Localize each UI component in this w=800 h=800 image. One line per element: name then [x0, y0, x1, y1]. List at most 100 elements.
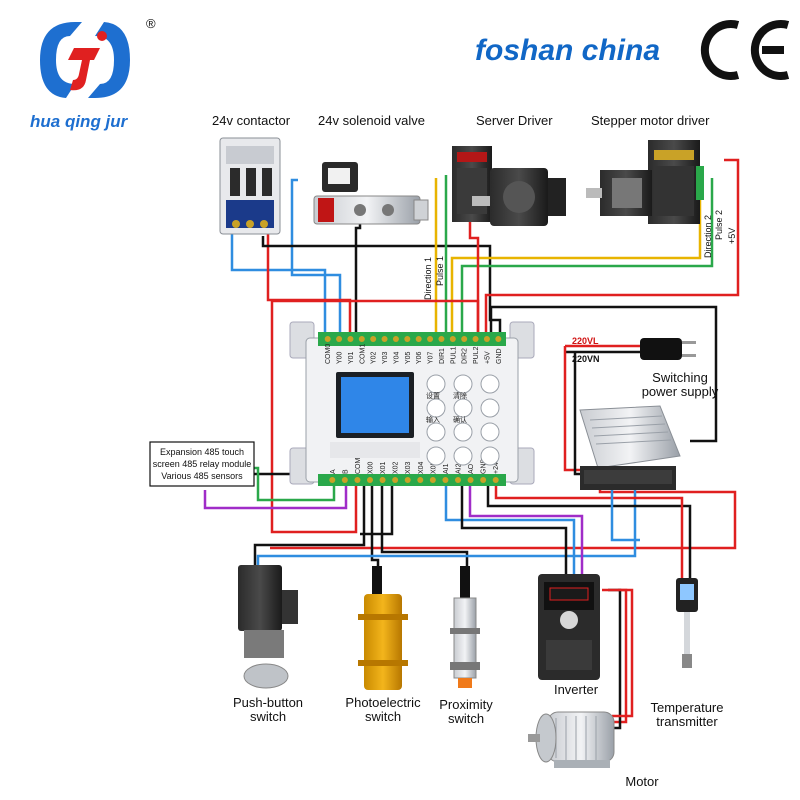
power-supply-label-2: power supply	[642, 384, 719, 399]
plc-top-terminal-label: Y06	[416, 351, 423, 364]
plc-bottom-screw	[442, 477, 449, 483]
plc-top-terminal-label: DIR2	[462, 348, 469, 364]
plc-bottom-screw	[404, 477, 411, 483]
plc-bottom-terminal-label: +24V	[493, 457, 500, 474]
plc-bottom-terminal-label: AI2	[456, 463, 463, 474]
plc-bottom-screw	[417, 477, 424, 483]
plc-top-screw	[483, 336, 490, 342]
plc-bottom-terminal-label: AI1	[443, 463, 450, 474]
brand-name: hua qing jur	[30, 112, 129, 131]
stepper-label: Stepper motor driver	[591, 113, 710, 128]
plc-top-screw	[358, 336, 365, 342]
switching-power-supply-device	[579, 405, 681, 490]
inverter-label: Inverter	[554, 682, 599, 697]
contactor-device	[219, 137, 281, 235]
plc-top-terminal-label: Y02	[371, 351, 378, 364]
plc-top-screw	[370, 336, 377, 342]
plc-top-terminal-label: Y04	[393, 351, 400, 364]
stepper-driver-device	[586, 140, 704, 224]
power-plug-icon	[640, 338, 696, 360]
direction2-label: Direction 2	[703, 215, 713, 258]
push-button-switch-device	[238, 565, 298, 689]
registered-mark: ®	[146, 16, 156, 31]
plc-key-button	[480, 398, 500, 418]
plc-top-screw	[495, 336, 502, 342]
solenoid-label: 24v solenoid valve	[318, 113, 425, 128]
plc-key-button	[426, 374, 446, 394]
plc-bottom-terminal-label: B	[342, 469, 349, 474]
direction1-label: Direction 1	[423, 257, 433, 300]
plc-top-screw	[347, 336, 354, 342]
n220-label: 220VN	[572, 354, 600, 364]
plc-key-button	[426, 422, 446, 442]
plc-bottom-screw	[492, 477, 499, 483]
pulse1-label: Pulse 1	[435, 256, 445, 286]
plc-top-terminal-label: Y00	[337, 351, 344, 364]
plc-top-terminal-label: Y07	[428, 351, 435, 364]
plc-key-label: 设置	[426, 391, 440, 400]
plc-bottom-screw	[455, 477, 461, 483]
temperature-transmitter-device	[676, 578, 698, 668]
location-title: foshan china	[475, 34, 660, 67]
motor-device	[528, 711, 615, 768]
proximity-label-1: Proximity	[439, 697, 493, 712]
expansion-line-1: Expansion 485 touch	[160, 447, 244, 457]
plc-top-screw	[449, 336, 456, 342]
push-button-label-1: Push-button	[233, 695, 303, 710]
plc-key-label: 清除	[453, 391, 467, 400]
plc-key-button	[453, 422, 473, 442]
push-button-label-2: switch	[250, 709, 286, 724]
plc-bottom-terminal-label: GND	[481, 458, 488, 474]
proximity-label-2: switch	[448, 711, 484, 726]
plc-bottom-screw	[354, 477, 361, 483]
brand-logo	[40, 22, 130, 98]
plc-bottom-screw	[392, 477, 399, 483]
plc-bottom-terminal-label: X02	[393, 461, 400, 474]
solenoid-valve-device	[313, 162, 429, 225]
plus5v-label: +5V	[727, 228, 737, 244]
plc-top-terminal-label: DIR1	[439, 348, 446, 364]
plc-key-button	[480, 374, 500, 394]
plc-bottom-screw	[379, 477, 386, 483]
expansion-line-2: screen 485 relay module	[153, 459, 252, 469]
plc-key-button	[453, 446, 473, 466]
plc-top-screw	[427, 336, 434, 342]
l220-label: 220VL	[572, 336, 599, 346]
plc-top-screw	[336, 336, 343, 342]
plc-key-button	[480, 446, 500, 466]
plc-top-screw	[415, 336, 422, 342]
expansion-485-box: Expansion 485 touch screen 485 relay mod…	[149, 441, 255, 487]
plc-controller	[289, 321, 535, 486]
plc-top-terminal-label: +5V	[484, 351, 491, 364]
plc-bottom-screw	[367, 477, 373, 483]
plc-key-label: 确认	[453, 415, 467, 424]
ce-mark-icon	[700, 20, 790, 80]
plc-top-screw	[392, 336, 399, 342]
plc-top-terminal-label: GND	[496, 348, 503, 364]
plc-bottom-terminal-label: AO	[468, 463, 475, 474]
plc-top-screw	[404, 336, 411, 342]
plc-key-button	[453, 374, 473, 394]
plc-top-screw	[381, 336, 388, 342]
plc-bottom-screw	[429, 477, 436, 483]
pulse2-label: Pulse 2	[714, 210, 724, 240]
plc-key-button	[453, 398, 473, 418]
plc-top-terminal-label: PUL1	[450, 346, 457, 364]
plc-top-screw	[472, 336, 479, 342]
plc-bottom-terminal-label: X01	[380, 461, 387, 474]
photoelectric-label-1: Photoelectric	[345, 695, 421, 710]
plc-key-label: 输入	[426, 415, 440, 424]
plc-top-terminal-label: PUL2	[473, 346, 480, 364]
plc-key-button	[480, 422, 500, 442]
inverter-device	[538, 574, 600, 680]
plc-bottom-screw	[341, 477, 348, 483]
plc-bottom-screw	[480, 477, 487, 483]
plc-top-terminal-label: Y05	[405, 351, 412, 364]
plc-bottom-terminal-label: A	[330, 469, 337, 474]
plc-key-button	[426, 446, 446, 466]
plc-top-terminal-label: Y03	[382, 351, 389, 364]
plc-key-button	[426, 398, 446, 418]
plc-bottom-screw	[329, 477, 336, 483]
